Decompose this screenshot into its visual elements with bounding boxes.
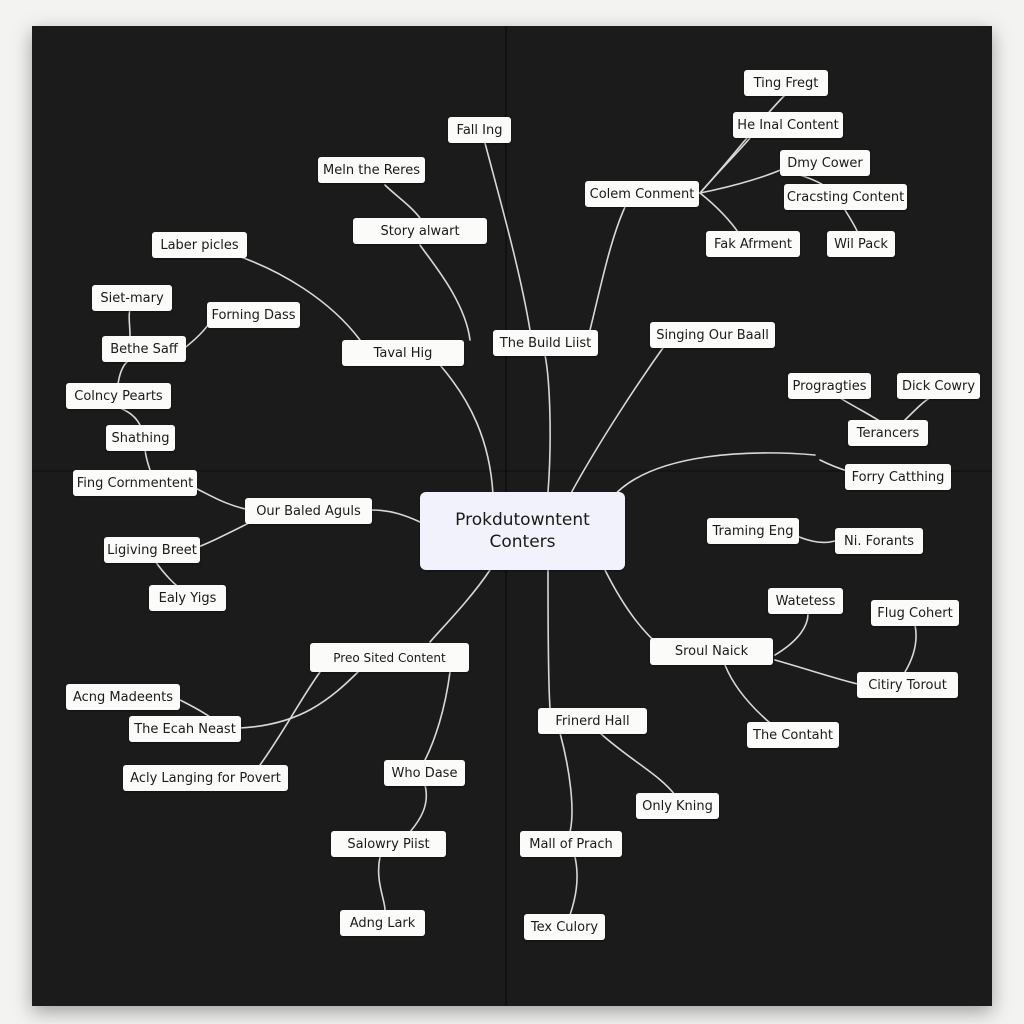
node-fall-ing[interactable]: Fall Ing — [448, 117, 511, 143]
node-dmy-cower[interactable]: Dmy Cower — [780, 150, 870, 176]
node-bethe-saff[interactable]: Bethe Saff — [102, 336, 186, 362]
link-story-meln — [384, 184, 421, 219]
link-center-tavel-hig — [439, 364, 494, 496]
node-crascting-content[interactable]: Cracsting Content — [784, 184, 907, 210]
node-fing-cornmentent[interactable]: Fing Cornmentent — [73, 470, 197, 496]
board-fold-horizontal — [32, 470, 992, 472]
node-acly-langing[interactable]: Acly Langing for Povert — [123, 765, 288, 791]
node-wil-pack[interactable]: Wil Pack — [827, 231, 895, 257]
link-ligiving-ealy — [154, 560, 181, 589]
node-ni-forants[interactable]: Ni. Forants — [835, 528, 923, 554]
node-adng-lark[interactable]: Adng Lark — [340, 910, 425, 936]
node-terancers[interactable]: Terancers — [848, 420, 928, 446]
link-center-frinerd — [547, 569, 551, 709]
link-our-baled-ligiving — [194, 519, 256, 549]
node-only-kning[interactable]: Only Kning — [636, 793, 719, 819]
node-frinerd-hall[interactable]: Frinerd Hall — [538, 708, 647, 734]
node-watetess[interactable]: Watetess — [768, 588, 843, 614]
node-siet-mary[interactable]: Siet-mary — [92, 285, 172, 311]
link-frinerd-only — [599, 732, 676, 796]
node-dick-cowry[interactable]: Dick Cowry — [897, 373, 980, 399]
node-the-contaht[interactable]: The Contaht — [747, 722, 839, 748]
link-crascting-wil — [844, 209, 859, 234]
link-sroul-citiry — [774, 659, 859, 685]
node-forning-dass[interactable]: Forning Dass — [207, 302, 300, 328]
link-ecah-acng — [179, 699, 211, 718]
link-colem-heinal — [699, 137, 751, 194]
link-shathing-colncy — [119, 407, 141, 426]
node-sroul-naick[interactable]: Sroul Naick — [650, 638, 773, 665]
node-forry-catthing[interactable]: Forry Catthing — [845, 464, 951, 490]
node-who-dase[interactable]: Who Dase — [384, 760, 465, 786]
node-salowry-piist[interactable]: Salowry Piist — [331, 831, 446, 857]
link-bethe-siet — [128, 309, 131, 337]
node-laber-picles[interactable]: Laber picles — [152, 232, 247, 258]
link-who-salowry — [409, 784, 428, 833]
link-center-singing — [569, 344, 666, 496]
link-center-build-list — [544, 354, 551, 493]
link-citiry-flug — [904, 624, 917, 673]
node-progragties[interactable]: Progragties — [788, 373, 871, 399]
node-traming-eng[interactable]: Traming Eng — [707, 518, 799, 544]
node-flug-cohert[interactable]: Flug Cohert — [871, 600, 959, 626]
node-acng-madeents[interactable]: Acng Madeents — [66, 684, 180, 710]
node-preo-sited-content[interactable]: Preo Sited Content — [310, 643, 469, 672]
node-our-baled-aguls[interactable]: Our Baled Aguls — [245, 498, 372, 524]
node-the-build-list[interactable]: The Build Liist — [493, 330, 598, 356]
link-colncy-bethe — [117, 359, 131, 385]
link-tavel-story — [419, 244, 471, 341]
link-preo-who — [424, 671, 451, 761]
link-center-progragties — [609, 452, 816, 501]
link-our-baled-fing — [194, 487, 251, 511]
link-salowry-adng — [377, 856, 386, 911]
link-build-colem — [589, 206, 626, 331]
central-topic-node[interactable]: Prokdutowntent Conters — [420, 492, 625, 570]
link-center-preo-sited — [429, 569, 491, 643]
link-preo-acly — [259, 671, 321, 766]
link-tavel-laber — [234, 254, 361, 341]
node-meln-the-reres[interactable]: Meln the Reres — [318, 157, 425, 183]
node-singing-our-baall[interactable]: Singing Our Baall — [650, 322, 775, 348]
node-ealy-yigs[interactable]: Ealy Yigs — [149, 585, 226, 611]
link-sroul-contaht — [724, 664, 771, 724]
node-shathing[interactable]: Shathing — [106, 425, 175, 451]
node-he-inal-content[interactable]: He Inal Content — [733, 112, 843, 138]
node-colncy-pearts[interactable]: Colncy Pearts — [66, 383, 171, 409]
link-preo-ecah — [239, 669, 361, 729]
link-sroul-watetess — [774, 613, 809, 656]
link-colem-dmy — [699, 167, 786, 194]
link-mall-tex — [569, 856, 578, 916]
node-ting-fregt[interactable]: Ting Fregt — [744, 70, 828, 96]
link-colem-fak — [699, 192, 741, 236]
node-colem-conment[interactable]: Colem Conment — [585, 181, 699, 207]
node-the-ecah-nest[interactable]: The Ecah Neast — [129, 716, 241, 742]
node-tex-culory[interactable]: Tex Culory — [524, 914, 605, 940]
node-mall-of-prach[interactable]: Mall of Prach — [520, 831, 622, 857]
node-ligiving-breet[interactable]: Ligiving Breet — [104, 537, 200, 563]
link-build-fall — [484, 142, 531, 331]
node-tavel-hig[interactable]: Taval Hig — [342, 340, 464, 366]
node-story-alwart[interactable]: Story alwart — [353, 218, 487, 244]
node-citiry-torout[interactable]: Citiry Torout — [857, 672, 958, 698]
link-frinerd-mall — [559, 732, 573, 833]
node-fak-afrment[interactable]: Fak Afrment — [706, 231, 800, 257]
link-center-our-baled — [371, 509, 421, 523]
link-bethe-forning — [181, 321, 211, 351]
